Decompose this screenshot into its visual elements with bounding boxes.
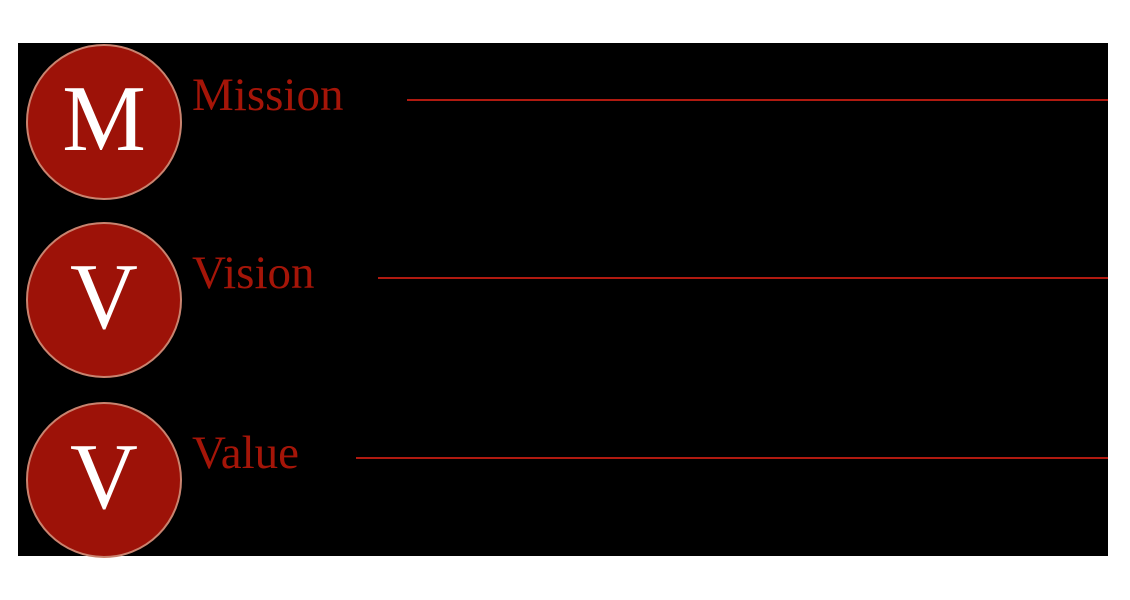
label-mission: Mission <box>192 69 344 121</box>
label-vision: Vision <box>192 247 315 299</box>
circle-badge-m-icon[interactable]: M <box>26 44 182 200</box>
circle-badge-v-2-icon[interactable]: V <box>26 402 182 558</box>
badge-letter-vision: V <box>70 245 138 349</box>
row-vision[interactable]: V Vision <box>0 220 1130 380</box>
rule-vision <box>378 277 1108 279</box>
circle-badge-v-icon[interactable]: V <box>26 222 182 378</box>
row-mission[interactable]: M Mission <box>0 42 1130 202</box>
rule-value <box>356 457 1108 459</box>
badge-letter-value: V <box>70 425 138 529</box>
badge-letter-mission: M <box>62 67 146 171</box>
rule-mission <box>407 99 1108 101</box>
dark-panel <box>18 43 1108 556</box>
label-value: Value <box>192 427 300 479</box>
row-value[interactable]: V Value <box>0 400 1130 560</box>
